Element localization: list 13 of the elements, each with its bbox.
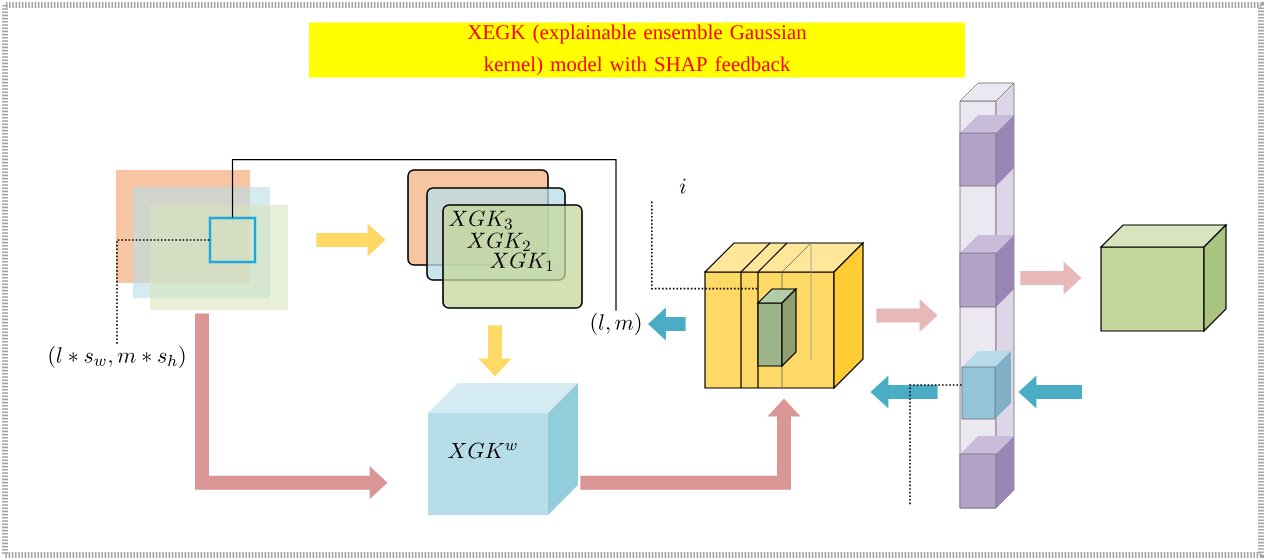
selected-cell <box>961 351 1011 420</box>
selection-square <box>208 216 257 264</box>
title: XEGK (explainable ensemble Gaussian kernel) model with SHAP feedback <box>309 22 965 78</box>
index-label: $i$ <box>679 178 686 194</box>
connector-line <box>231 159 617 312</box>
coordinate-label: $\left(l*s_{w},m*s_{h}\right)$ <box>49 346 185 368</box>
image-stack-drawing <box>116 170 288 310</box>
coordinate-label: $\left(l,m\right)$ <box>591 313 641 335</box>
kernel-stack: $XGK_{3}$ $XGK_{2}$ $XGK_{1}$ <box>407 169 583 309</box>
leader-line <box>909 384 963 506</box>
leader-line <box>651 200 759 290</box>
weighted-kernel-cube: $XGK^{w}$ <box>428 383 578 515</box>
leader-line <box>116 239 211 345</box>
